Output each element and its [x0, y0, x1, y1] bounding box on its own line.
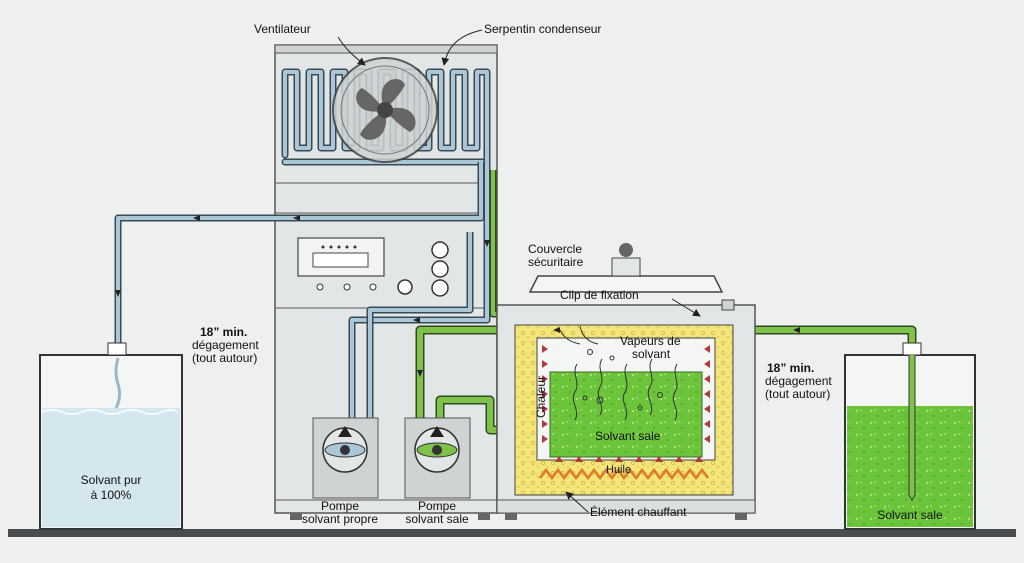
label-dirty-inside: Solvant sale [595, 429, 661, 443]
label-pure-2: à 100% [91, 488, 132, 502]
label-clean-pump-2: solvant propre [302, 512, 378, 526]
floor [8, 529, 1016, 537]
control-panel [297, 237, 449, 297]
label-vapors-2: solvant [632, 347, 671, 361]
clearance-left-line3: (tout autour) [192, 351, 257, 365]
leader-heating-element [565, 491, 589, 513]
fan-icon [332, 57, 438, 163]
label-clean-pump-1: Pompe [321, 499, 359, 513]
label-heating-element: Élément chauffant [590, 504, 687, 519]
label-lid-2: sécuritaire [528, 255, 584, 269]
leader-clip [671, 298, 701, 317]
clearance-left-line2: dégagement [192, 338, 259, 352]
leader-condenser [441, 29, 483, 66]
label-lid-1: Couvercle [528, 242, 582, 256]
pure-solvent-tank [39, 342, 183, 530]
clearance-left-min: 18” min. [200, 325, 247, 339]
label-oil: Huile [606, 464, 631, 476]
flow-arrows [115, 215, 800, 377]
clearance-right-min: 18” min. [767, 361, 814, 375]
heat-arrows [542, 345, 710, 462]
label-clip: Clip de fixation [560, 288, 639, 302]
label-condenser: Serpentin condenseur [484, 22, 601, 36]
label-dirty-tank: Solvant sale [877, 508, 943, 522]
label-heat: Chaleur [534, 376, 548, 418]
label-fan: Ventilateur [254, 22, 311, 36]
label-dirty-pump-1: Pompe [418, 499, 456, 513]
clearance-right-line3: (tout autour) [765, 387, 830, 401]
dirty-solvent-tank [844, 342, 976, 530]
clearance-right-line2: dégagement [765, 374, 832, 388]
pump-icon [404, 417, 471, 499]
safety-lid [528, 243, 735, 311]
label-pure-1: Solvant pur [81, 473, 142, 487]
label-vapors-1: Vapeurs de [620, 334, 681, 348]
leader-fan [337, 36, 366, 66]
vapor-wisps [559, 325, 678, 421]
pump-icon [312, 417, 379, 499]
label-dirty-pump-2: solvant sale [405, 512, 469, 526]
boiler-unit [496, 304, 756, 520]
